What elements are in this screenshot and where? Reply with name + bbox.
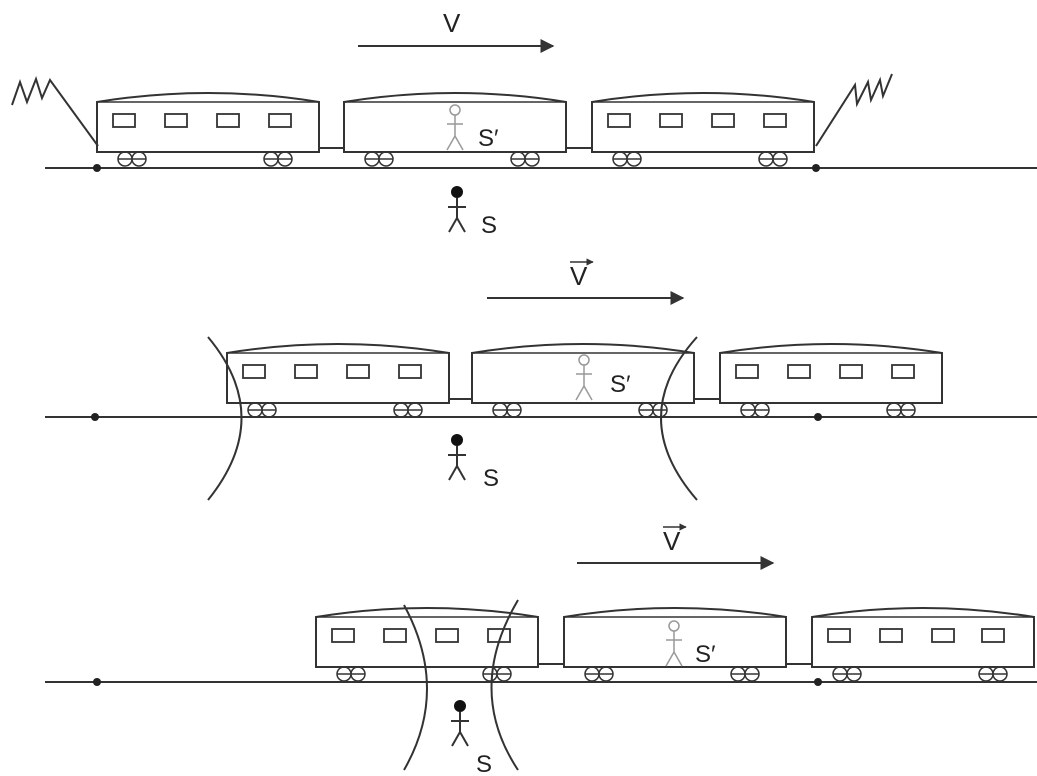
train-car-left (227, 344, 449, 417)
track-marker-right (814, 413, 822, 421)
train-car-left (316, 608, 538, 681)
light-flash-right (816, 74, 892, 146)
observer-figure (451, 700, 469, 746)
velocity-label: V (443, 8, 461, 38)
velocity-label: V (663, 526, 681, 556)
observer-figure (448, 434, 466, 480)
track-marker-left (91, 413, 99, 421)
train-car-right (812, 608, 1034, 681)
train-car-right (592, 93, 814, 166)
observer-label: S (476, 751, 492, 776)
observer-label: S (481, 212, 497, 239)
light-flash-left (12, 79, 98, 146)
observer-figure (448, 186, 466, 232)
train-car-middle (564, 608, 786, 681)
velocity-label: V (570, 261, 588, 291)
panel-2: V S′ S (45, 261, 1037, 500)
track-marker-left (93, 164, 101, 172)
train-car-left (97, 93, 319, 166)
passenger-label: S′ (610, 371, 631, 398)
observer-label: S (483, 465, 499, 492)
track-marker-right (814, 678, 822, 686)
panel-3: V S′ S (45, 526, 1037, 776)
passenger-label: S′ (695, 641, 716, 668)
train-car-right (720, 344, 942, 417)
panel-1: V S′ S (12, 8, 1037, 239)
passenger-label: S′ (478, 125, 499, 152)
track-marker-left (93, 678, 101, 686)
track-marker-right (812, 164, 820, 172)
